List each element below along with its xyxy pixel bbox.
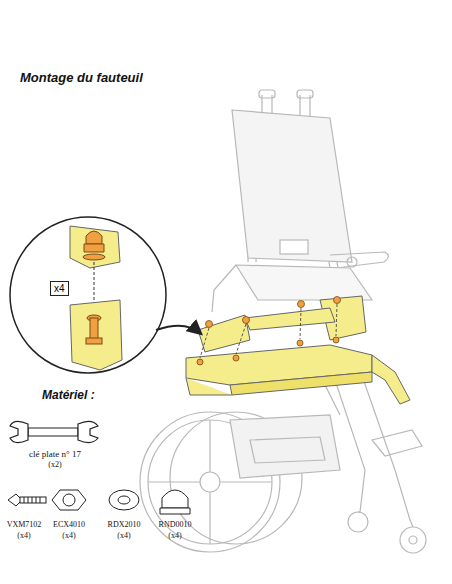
quantity-label: (x4) xyxy=(117,531,130,540)
tool-name: clé plate n° 17 xyxy=(29,449,81,459)
diagram-title: Montage du fauteuil xyxy=(20,70,143,85)
quantity-label: (x2) xyxy=(48,460,61,469)
quantity-box: x4 xyxy=(50,281,69,296)
section-heading: Matériel : xyxy=(42,388,95,402)
part-code: RDX2010 xyxy=(108,520,141,529)
part-code: ECX4010 xyxy=(53,520,85,529)
part-code: RND0010 xyxy=(159,520,192,529)
quantity-text: x4 xyxy=(54,283,65,294)
quantity-label: (x4) xyxy=(62,531,75,540)
quantity-label: (x4) xyxy=(168,531,181,540)
part-code: VXM7102 xyxy=(7,520,42,529)
quantity-label: (x4) xyxy=(17,531,30,540)
